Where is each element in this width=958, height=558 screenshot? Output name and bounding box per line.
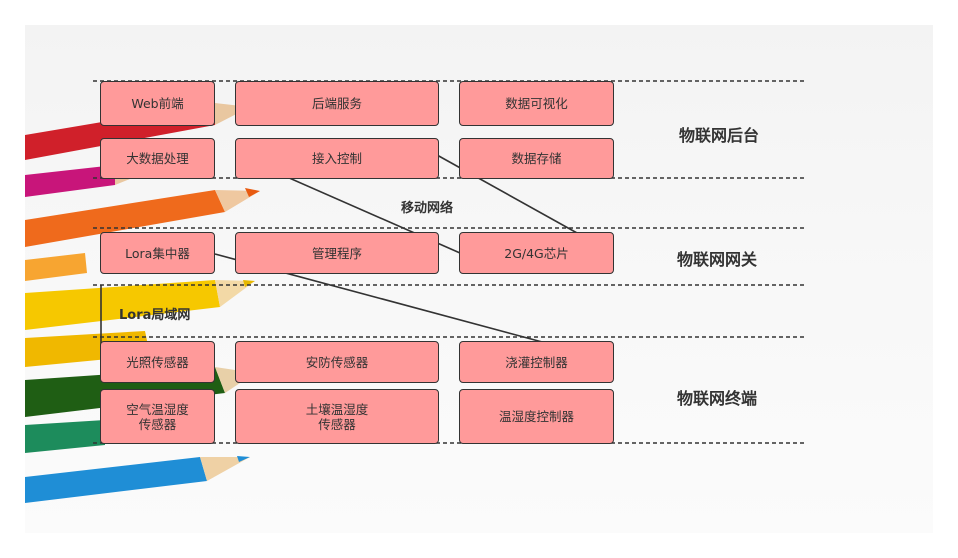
soil-sensor-box[interactable]: 土壤温湿度 传感器 [235, 389, 439, 444]
network-label-lora: Lora局域网 [119, 308, 191, 323]
layer-label-backend: 物联网后台 [679, 126, 760, 145]
layer-label-gateway: 物联网网关 [677, 250, 758, 269]
light-sensor-box[interactable]: 光照传感器 [100, 341, 215, 383]
management-program-box[interactable]: 管理程序 [235, 232, 439, 274]
big-data-box[interactable]: 大数据处理 [100, 138, 215, 179]
network-label-mobile: 移动网络 [401, 201, 454, 216]
access-control-box[interactable]: 接入控制 [235, 138, 439, 179]
security-sensor-box[interactable]: 安防传感器 [235, 341, 439, 383]
slide-canvas: Web前端 后端服务 数据可视化 大数据处理 接入控制 数据存储 物联网后台 移… [25, 25, 933, 533]
chip-2g4g-box[interactable]: 2G/4G芯片 [459, 232, 614, 274]
layer-label-terminal: 物联网终端 [677, 389, 758, 408]
air-sensor-box[interactable]: 空气温湿度 传感器 [100, 389, 215, 444]
backend-service-box[interactable]: 后端服务 [235, 81, 439, 126]
data-visualization-box[interactable]: 数据可视化 [459, 81, 614, 126]
web-frontend-box[interactable]: Web前端 [100, 81, 215, 126]
irrigation-controller-box[interactable]: 浇灌控制器 [459, 341, 614, 383]
lora-concentrator-box[interactable]: Lora集中器 [100, 232, 215, 274]
temp-humidity-controller-box[interactable]: 温湿度控制器 [459, 389, 614, 444]
data-storage-box[interactable]: 数据存储 [459, 138, 614, 179]
